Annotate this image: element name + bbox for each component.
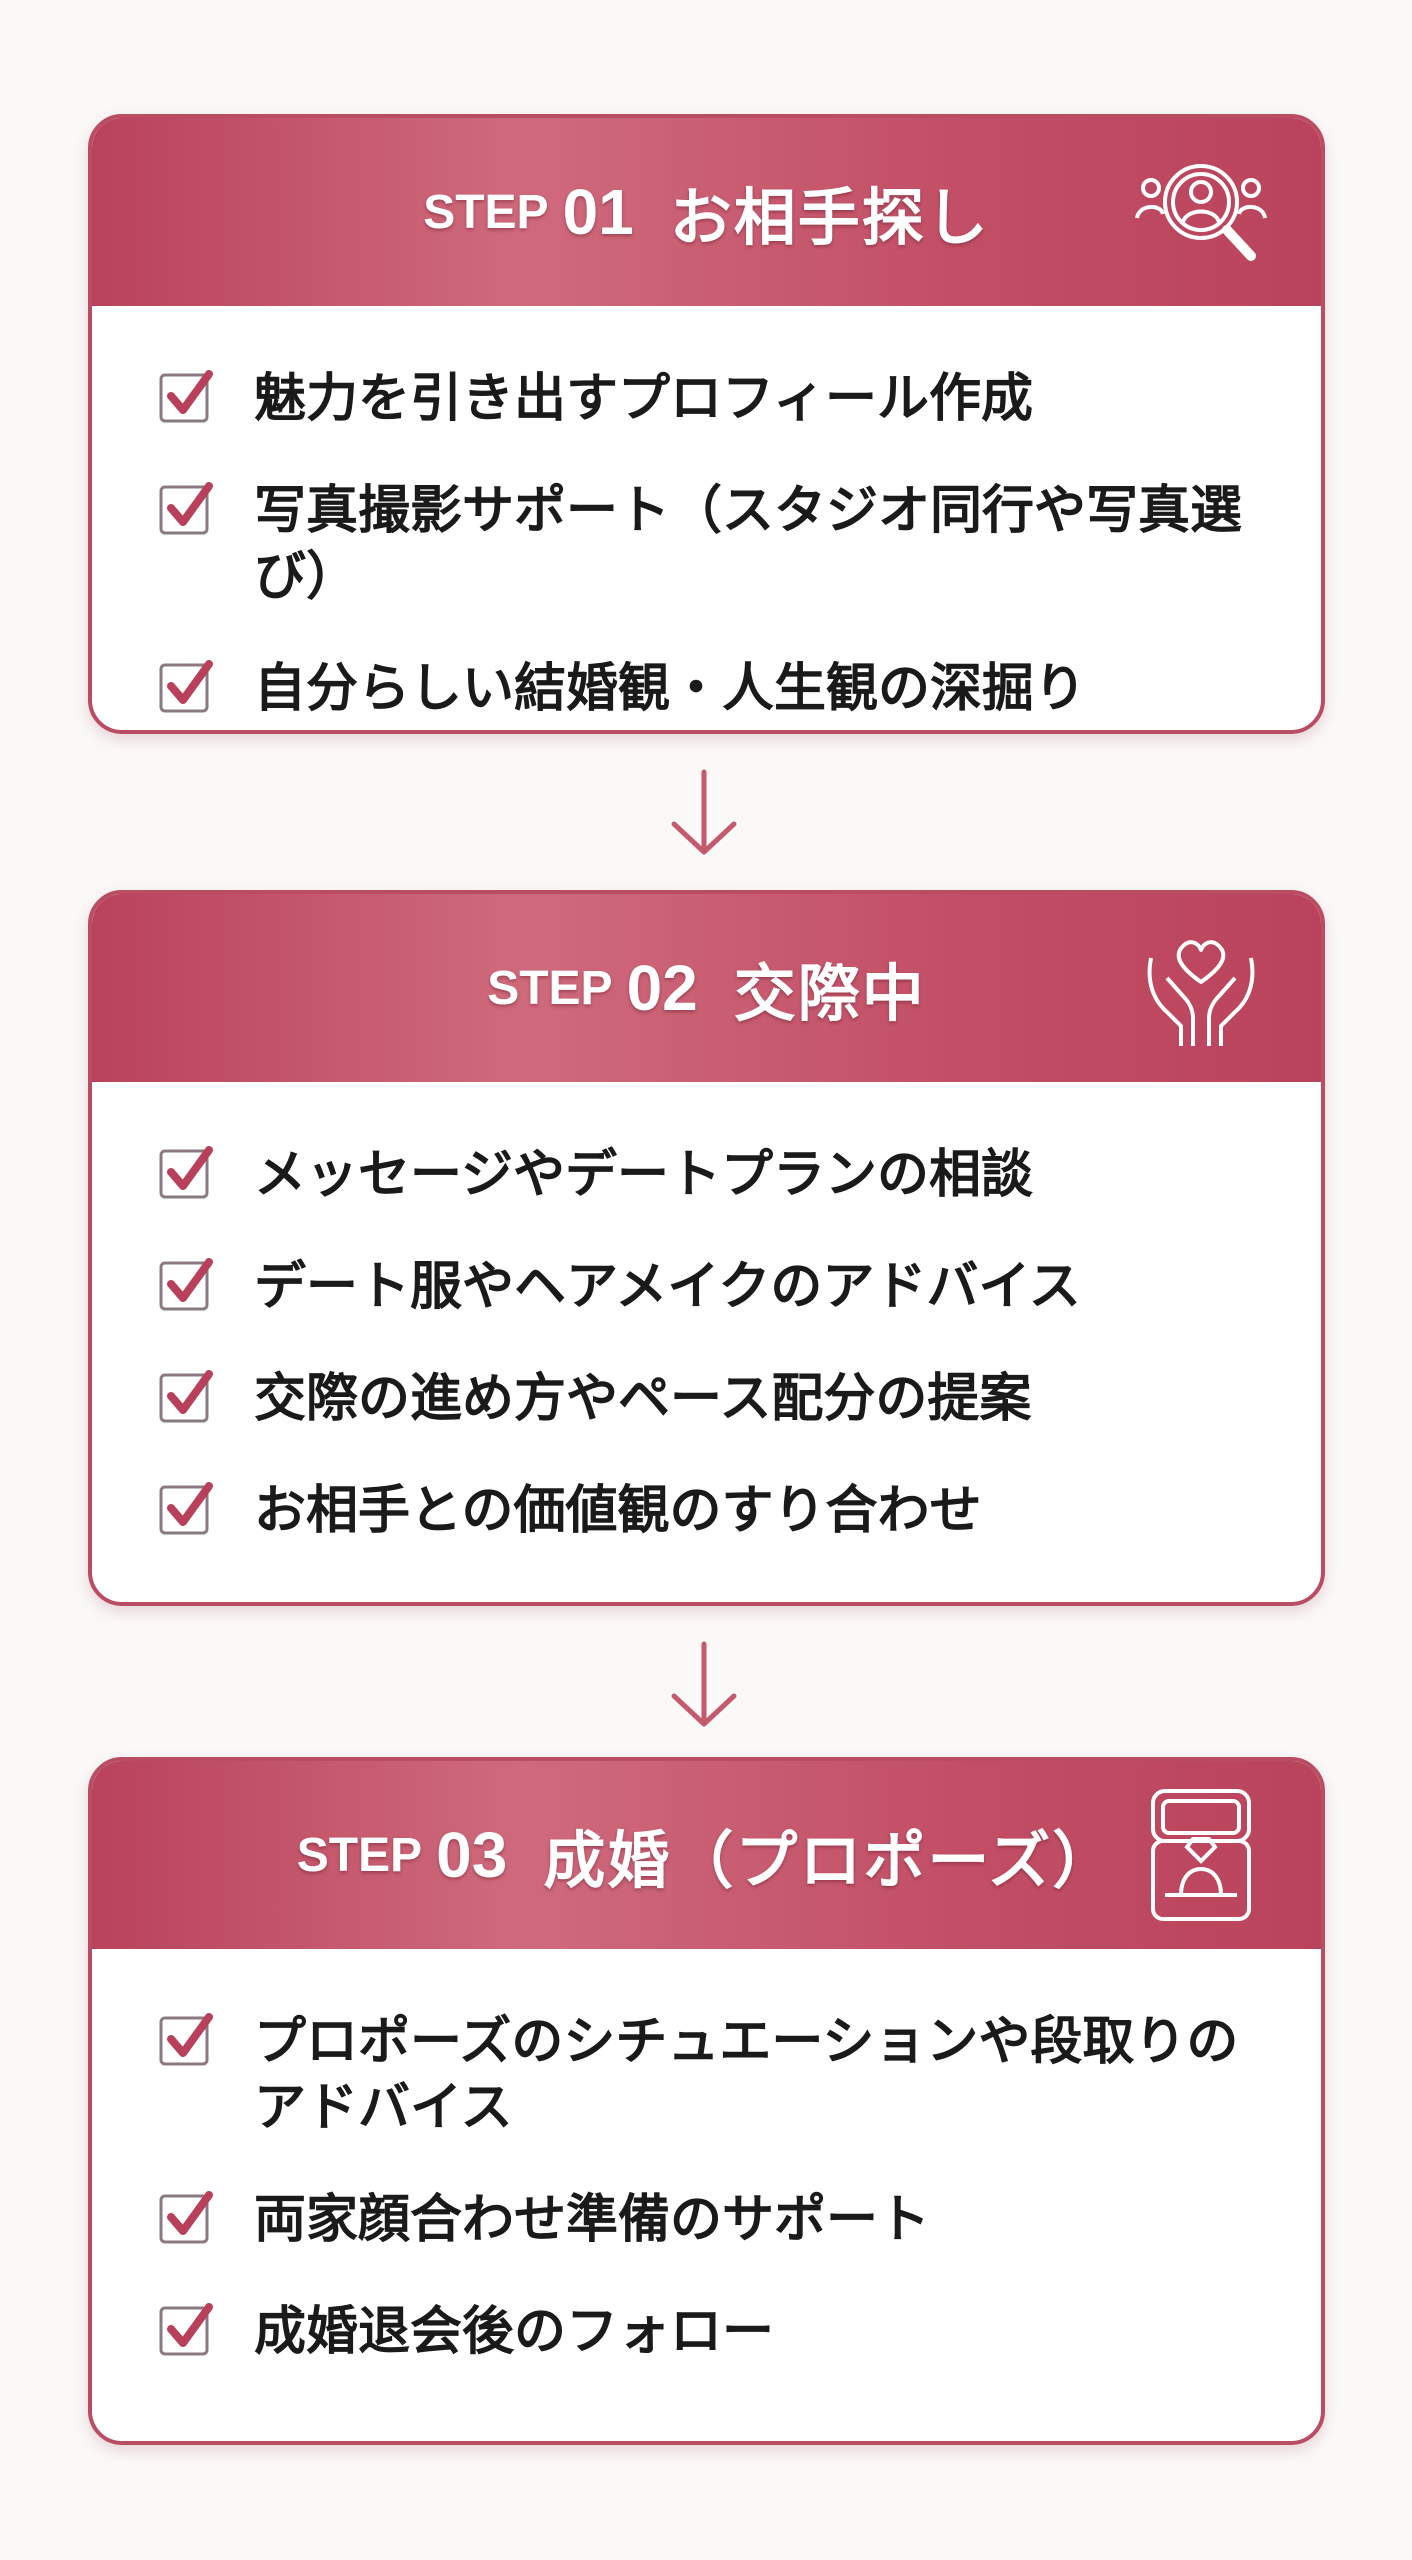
- checkbox-checked-icon: [158, 658, 216, 716]
- checkbox-checked-icon: [158, 1368, 216, 1426]
- item-text: 写真撮影サポート（スタジオ同行や写真選び）: [254, 481, 1243, 607]
- list-item: 自分らしい結婚観・人生観の深掘り: [158, 656, 1321, 722]
- list-item: 交際の進め方やペース配分の提案: [158, 1366, 1321, 1432]
- arrow-down-icon: [671, 1641, 737, 1727]
- search-person-icon: [1131, 142, 1271, 282]
- step-title: 交際中: [733, 957, 926, 1030]
- step-number: 03: [436, 1819, 508, 1891]
- checkbox-checked-icon: [158, 2011, 216, 2069]
- checkbox-checked-icon: [158, 368, 216, 426]
- checklist: メッセージやデートプランの相談デート服やヘアメイクのアドバイス交際の進め方やペー…: [92, 1082, 1321, 1544]
- step-number: 02: [626, 952, 698, 1024]
- list-item: お相手との価値観のすり合わせ: [158, 1478, 1321, 1544]
- list-item: メッセージやデートプランの相談: [158, 1142, 1321, 1208]
- item-text: お相手との価値観のすり合わせ: [254, 1481, 982, 1541]
- step-card-01: STEP 01 お相手探し 魅力を引き出すプロフィール作成写真撮影サポート（スタ…: [88, 114, 1325, 734]
- step-label: STEP: [296, 1828, 423, 1882]
- checklist: 魅力を引き出すプロフィール作成写真撮影サポート（スタジオ同行や写真選び） 自分らし…: [92, 306, 1321, 722]
- checkbox-checked-icon: [158, 1480, 216, 1538]
- step-header: STEP 02 交際中: [92, 894, 1321, 1082]
- step-card-03: STEP 03 成婚（プロポーズ） プロポーズのシチュエーションや段取りのアドバ…: [88, 1757, 1325, 2445]
- checkbox-checked-icon: [158, 480, 216, 538]
- item-text: メッセージやデートプランの相談: [254, 1145, 1033, 1205]
- checklist: プロポーズのシチュエーションや段取りのアドバイス両家顔合わせ準備のサポート成婚退…: [92, 1949, 1321, 2365]
- item-text: プロポーズのシチュエーションや段取りのアドバイス: [254, 2012, 1239, 2138]
- item-text: デート服やヘアメイクのアドバイス: [254, 1257, 1081, 1317]
- checkbox-checked-icon: [158, 2189, 216, 2247]
- step-card-02: STEP 02 交際中 メッセージやデートプランの相談デート服やヘアメイクのアド…: [88, 890, 1325, 1606]
- item-text: 交際の進め方やペース配分の提案: [254, 1369, 1032, 1429]
- list-item: 両家顔合わせ準備のサポート: [158, 2187, 1321, 2253]
- step-title: 成婚（プロポーズ）: [543, 1824, 1117, 1897]
- ring-box-icon: [1131, 1785, 1271, 1925]
- list-item: 魅力を引き出すプロフィール作成: [158, 366, 1321, 432]
- checkbox-checked-icon: [158, 1256, 216, 1314]
- checkbox-checked-icon: [158, 1144, 216, 1202]
- hands-heart-icon: [1131, 918, 1271, 1058]
- step-label: STEP: [487, 961, 613, 1015]
- step-number: 01: [562, 176, 634, 248]
- checkbox-checked-icon: [158, 2301, 216, 2359]
- list-item: 成婚退会後のフォロー: [158, 2299, 1321, 2365]
- item-text: 両家顔合わせ準備のサポート: [254, 2190, 931, 2250]
- step-header: STEP 01 お相手探し: [92, 118, 1321, 306]
- list-item: デート服やヘアメイクのアドバイス: [158, 1254, 1321, 1320]
- item-text: 魅力を引き出すプロフィール作成: [254, 369, 1033, 429]
- step-title: お相手探し: [669, 181, 990, 254]
- item-text: 自分らしい結婚観・人生観の深掘り: [254, 659, 1087, 719]
- arrow-down-icon: [671, 769, 737, 855]
- list-item: プロポーズのシチュエーションや段取りのアドバイス: [158, 2009, 1321, 2141]
- step-label: STEP: [423, 185, 549, 239]
- step-header: STEP 03 成婚（プロポーズ）: [92, 1761, 1321, 1949]
- list-item: 写真撮影サポート（スタジオ同行や写真選び）: [158, 478, 1321, 610]
- item-text: 成婚退会後のフォロー: [254, 2302, 775, 2362]
